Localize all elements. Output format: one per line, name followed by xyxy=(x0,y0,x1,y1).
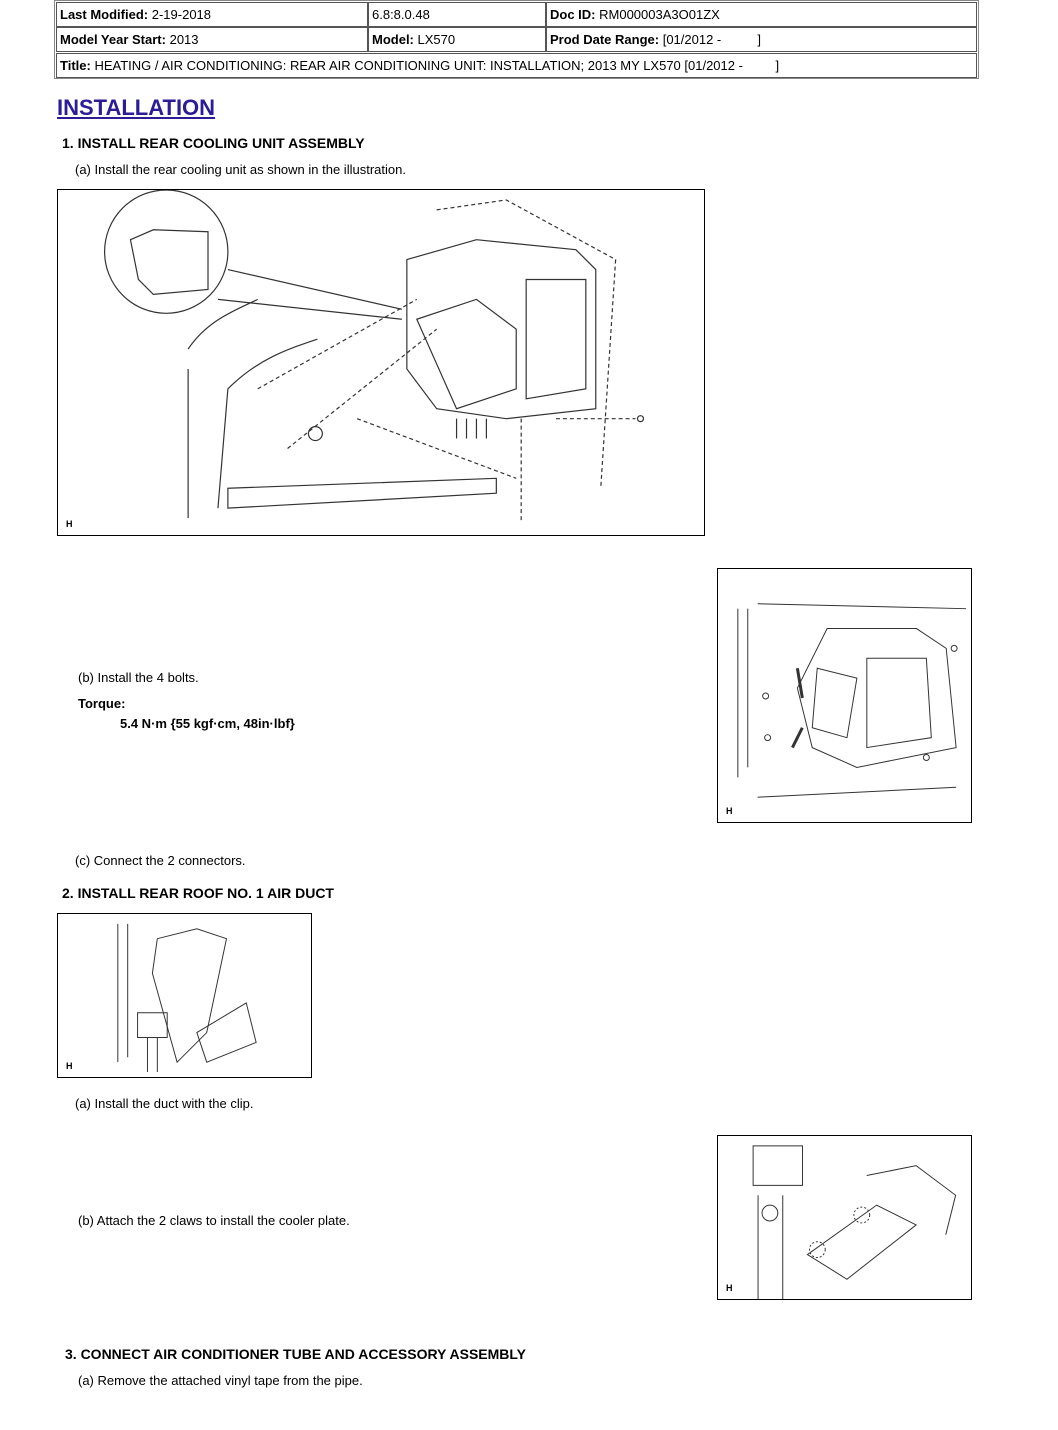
doc-id-label: Doc ID: xyxy=(550,7,596,22)
step-3-title: 3. CONNECT AIR CONDITIONER TUBE AND ACCE… xyxy=(65,1346,527,1362)
model-value: LX570 xyxy=(417,32,456,47)
model-year-value: 2013 xyxy=(169,32,199,47)
step-1c-text: (c) Connect the 2 connectors. xyxy=(75,853,246,868)
model-cell: Model: LX570 xyxy=(368,27,546,52)
figure-mark: H xyxy=(726,1283,733,1293)
step-1-title: 1. INSTALL REAR COOLING UNIT ASSEMBLY xyxy=(62,135,365,151)
step-1a-text: (a) Install the rear cooling unit as sho… xyxy=(75,162,406,177)
last-modified-cell: Last Modified: 2-19-2018 xyxy=(56,2,368,27)
version-value: 6.8:8.0.48 xyxy=(372,7,430,22)
model-label: Model: xyxy=(372,32,414,47)
illustration-rear-cooling-unit: H xyxy=(57,189,705,536)
step-2a-text: (a) Install the duct with the clip. xyxy=(75,1096,254,1111)
version-cell: 6.8:8.0.48 xyxy=(368,2,546,27)
header-table: Last Modified: 2-19-2018 6.8:8.0.48 Doc … xyxy=(54,0,979,79)
torque-value: 5.4 N·m {55 kgf·cm, 48in·lbf} xyxy=(120,716,295,731)
doc-id-value: RM000003A3O01ZX xyxy=(599,7,720,22)
illustration-bolts: H xyxy=(717,568,972,823)
prod-range-label: Prod Date Range: xyxy=(550,32,660,47)
step-3a-text: (a) Remove the attached vinyl tape from … xyxy=(78,1373,363,1388)
title-label: Title: xyxy=(60,58,91,73)
figure-mark: H xyxy=(726,806,733,816)
last-modified-label: Last Modified: xyxy=(60,7,149,22)
prod-range-value: [01/2012 - ] xyxy=(662,32,761,47)
title-cell: Title: HEATING / AIR CONDITIONING: REAR … xyxy=(56,53,977,78)
illustration-cooler-plate: H xyxy=(717,1135,972,1300)
step-2-title: 2. INSTALL REAR ROOF NO. 1 AIR DUCT xyxy=(62,885,334,901)
last-modified-value: 2-19-2018 xyxy=(151,7,212,22)
torque-label: Torque: xyxy=(78,696,126,711)
illustration-air-duct: H xyxy=(57,913,312,1078)
doc-id-cell: Doc ID: RM000003A3O01ZX xyxy=(546,2,977,27)
model-year-cell: Model Year Start: 2013 xyxy=(56,27,368,52)
model-year-label: Model Year Start: xyxy=(60,32,166,47)
title-value: HEATING / AIR CONDITIONING: REAR AIR CON… xyxy=(94,58,780,73)
prod-range-cell: Prod Date Range: [01/2012 - ] xyxy=(546,27,977,52)
figure-mark: H xyxy=(66,519,73,529)
step-2b-text: (b) Attach the 2 claws to install the co… xyxy=(78,1213,350,1228)
step-1b-text: (b) Install the 4 bolts. xyxy=(78,670,199,685)
page-heading: INSTALLATION xyxy=(57,95,216,120)
figure-mark: H xyxy=(66,1061,73,1071)
